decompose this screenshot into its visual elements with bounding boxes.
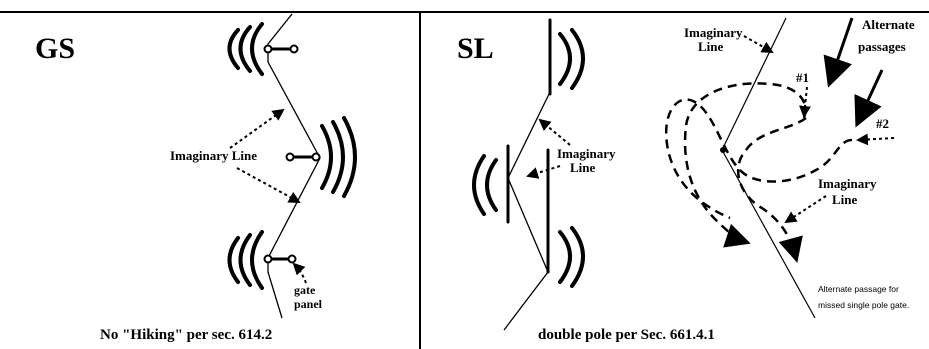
- sl-caption: double pole per Sec. 661.4.1: [538, 327, 715, 343]
- gs-gate-bottom: [227, 230, 297, 290]
- sl-panel: SL Imaginary Line: [457, 17, 915, 343]
- sl-gate-top: [548, 18, 585, 96]
- sl-alternate-passages-label-b: passages: [858, 39, 906, 54]
- gs-caption: No "Hiking" per sec. 614.2: [100, 327, 272, 343]
- gs-imaginary-line-label: Imaginary Line: [170, 148, 257, 163]
- sl-alternate-arrow-1: [823, 17, 854, 88]
- sl-marker-1: #1: [796, 70, 809, 85]
- sl-passage-paths: [665, 82, 853, 263]
- sl-label-arrows-1: [526, 118, 571, 179]
- sl-alternate-arrow-2: [854, 69, 884, 128]
- sl-label-arrow-3: [784, 195, 827, 224]
- gs-gate-middle: [285, 116, 357, 198]
- sl-imaginary-line-label-2a: Imaginary: [684, 25, 743, 40]
- sl-imaginary-line-label-1a: Imaginary: [557, 146, 616, 161]
- sl-single-pole-line-lower: [721, 149, 816, 319]
- sl-gate-middle: [472, 144, 550, 274]
- sl-label-arrow-2: [743, 35, 774, 53]
- gs-title: GS: [35, 32, 75, 65]
- gs-gate-label: gate: [294, 283, 316, 297]
- sl-imaginary-line: [503, 91, 551, 331]
- sl-title: SL: [457, 32, 494, 65]
- sl-alternate-passages-label-a: Alternate: [862, 17, 915, 32]
- sl-marker-2: #2: [876, 116, 889, 131]
- sl-imaginary-line-label-3b: Line: [832, 192, 858, 207]
- gs-panel-label: panel: [294, 297, 323, 311]
- gs-imaginary-line: [267, 13, 321, 319]
- sl-marker-2-arrow: [856, 133, 895, 146]
- sl-note-line-1: Alternate passage for: [818, 284, 899, 294]
- sl-single-pole-line: [721, 17, 787, 151]
- sl-gate-bottom: [558, 226, 585, 288]
- sl-imaginary-line-label-2b: Line: [698, 39, 724, 54]
- sl-note-line-2: missed single pole gate.: [818, 300, 909, 310]
- sl-imaginary-line-label-3a: Imaginary: [818, 176, 877, 191]
- gs-label-arrows: [229, 108, 301, 203]
- gs-gate-top: [227, 22, 299, 76]
- gs-panel: GS Im: [35, 13, 357, 343]
- gs-gate-panel-arrow: [292, 262, 307, 284]
- sl-imaginary-line-label-1b: Line: [570, 160, 596, 175]
